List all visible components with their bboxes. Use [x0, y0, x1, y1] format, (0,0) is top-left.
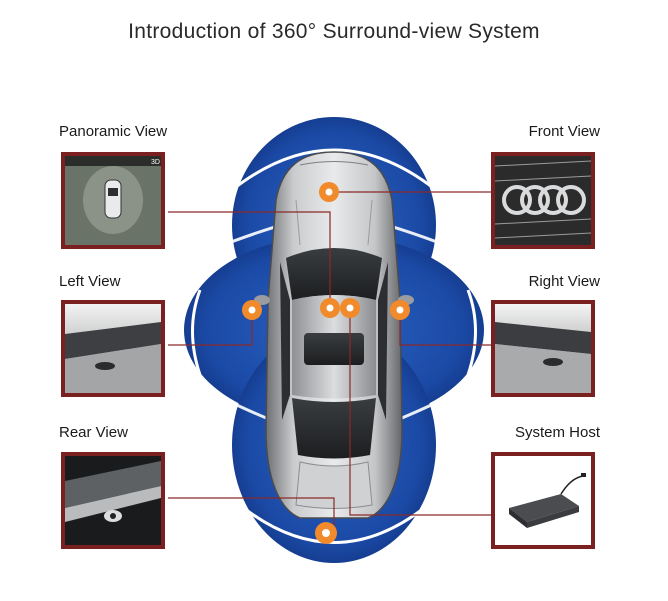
front-view-label: Front View: [528, 123, 600, 140]
rear-view-label: Rear View: [59, 424, 128, 441]
front-view-thumbnail: [491, 152, 595, 249]
host-link-icon: [340, 298, 360, 318]
system-host-label: System Host: [514, 424, 600, 441]
left-view-thumbnail: [61, 300, 165, 397]
connector-right: [399, 310, 492, 346]
panoramic-view-image: 3D: [65, 156, 161, 245]
right-camera-icon: [390, 300, 410, 320]
connector-host: [349, 308, 492, 516]
system-host-image: [495, 456, 591, 545]
rear-view-thumbnail: [61, 452, 165, 549]
system-host-thumbnail: [491, 452, 595, 549]
front-view-image: [495, 156, 591, 245]
right-view-thumbnail: [491, 300, 595, 397]
car-top-view: [254, 151, 414, 519]
left-view-image: [65, 304, 161, 393]
right-view-label: Right View: [528, 273, 600, 290]
camera-markers: [242, 182, 410, 544]
right-view-image: [495, 304, 591, 393]
rear-camera-icon: [315, 522, 337, 544]
center-camera-icon: [320, 298, 340, 318]
panoramic-3d-badge: 3D: [151, 159, 160, 166]
rear-view-image: [65, 456, 161, 545]
left-camera-icon: [242, 300, 262, 320]
panoramic-view-thumbnail: 3D: [61, 152, 165, 249]
page-title: Introduction of 360° Surround-view Syste…: [128, 20, 540, 43]
front-camera-icon: [319, 182, 339, 202]
left-view-label: Left View: [59, 273, 121, 290]
connector-rear: [168, 497, 335, 530]
connector-lines: [168, 191, 492, 530]
connector-left: [168, 310, 253, 346]
panoramic-view-label: Panoramic View: [59, 123, 168, 140]
connector-panoramic: [168, 211, 331, 308]
